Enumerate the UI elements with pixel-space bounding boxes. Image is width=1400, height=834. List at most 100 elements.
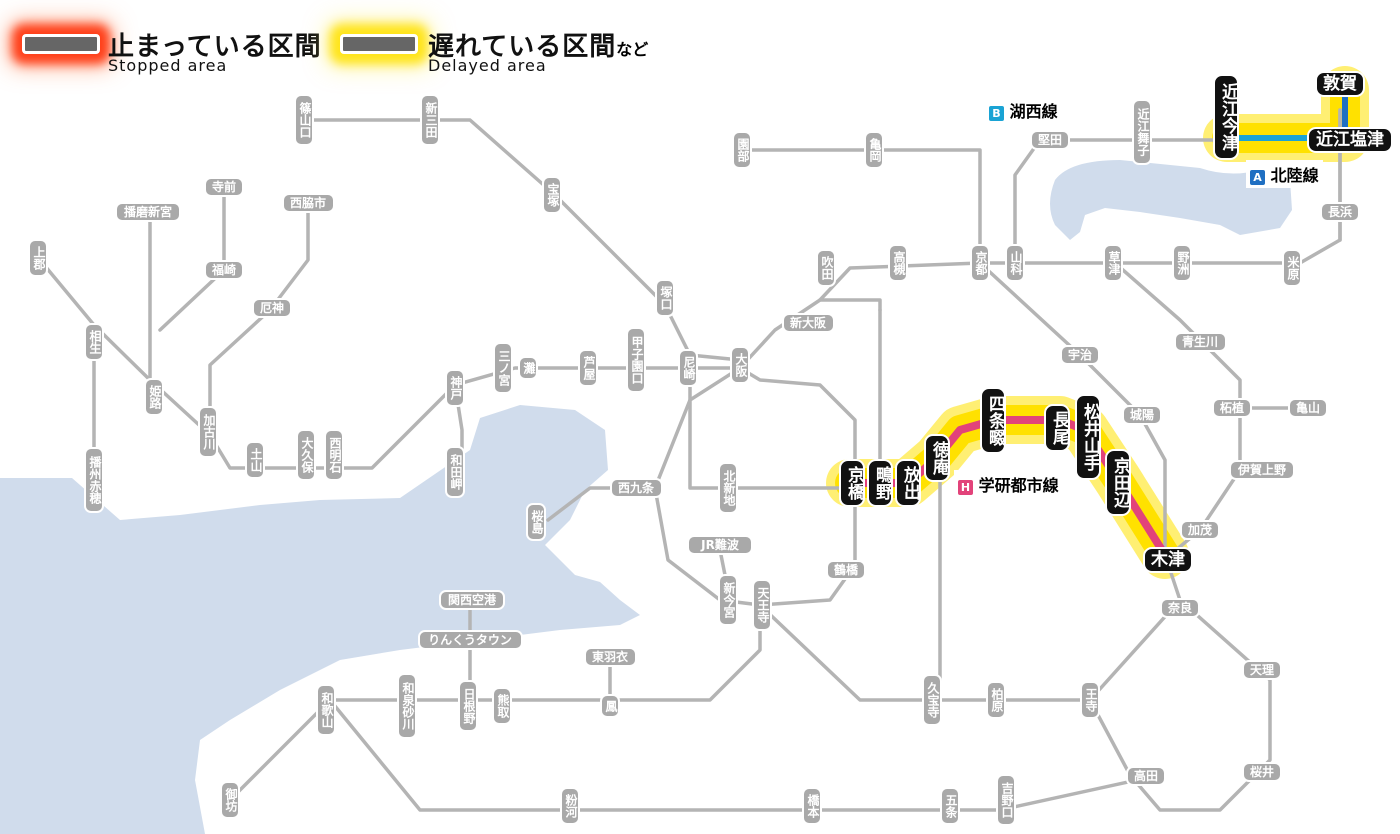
station-aofuto: 青生川 [1173,332,1227,352]
station-tennoji: 天王寺 [752,579,772,631]
hokuriku-line-label: A 北陸線 [1246,160,1323,188]
station-shinimamiya: 新今宮 [718,574,738,626]
station-omiimazu: 近江今津 [1213,74,1239,160]
station-tsuruga: 敦賀 [1315,71,1365,97]
station-tokuan: 徳庵 [924,434,950,482]
station-aioi: 相生 [84,323,104,361]
station-kokawa: 粉河 [560,787,580,825]
station-kumatori: 熊取 [492,687,512,725]
station-rinkutown: りんくうタウン [417,630,523,650]
kosei-name: 湖西線 [1009,102,1058,121]
station-osaka: 大阪 [730,346,750,384]
station-nada: 灘 [518,356,538,380]
station-nishiwakishi: 西脇市 [281,193,335,213]
station-jouyou: 城陽 [1122,405,1162,425]
station-kameyama: 亀山 [1288,398,1328,418]
kosei-line-label: B 湖西線 [985,96,1062,124]
station-maibara: 米原 [1282,249,1302,287]
station-kyobashi: 京橋 [839,459,865,507]
station-tsuchiyama: 土山 [245,441,265,479]
station-yasu: 野洲 [1172,244,1192,282]
hokuriku-badge: A [1250,170,1265,185]
stopped-swatch [22,34,100,54]
station-wakayama: 和歌山 [316,684,336,736]
station-takada: 高田 [1126,766,1166,786]
station-nagahama: 長浜 [1320,202,1360,222]
legend-delayed-subtitle: Delayed area [428,56,547,75]
kosei-badge: B [989,106,1004,121]
station-yamashina: 山科 [1005,244,1025,282]
station-kitashinchi: 北新地 [718,462,738,514]
station-tsuruhashi: 鶴橋 [826,560,866,580]
station-matsuiyamate: 松井山手 [1075,394,1101,480]
station-himeji: 姫路 [144,378,164,416]
station-higashihagoromo: 東羽衣 [583,647,637,667]
station-yakujin: 厄神 [252,298,292,318]
station-shinsanda: 新三田 [420,94,440,146]
station-sonobe: 園部 [732,131,752,169]
gakkentoshi-badge: H [958,480,973,495]
station-kamigori: 上郡 [28,239,48,277]
gakkentoshi-line-label: H 学研都市線 [954,470,1063,498]
legend-stopped-title: 止まっている区間 [108,32,322,62]
legend-delayed-suffix: など [616,40,649,59]
station-ashiya: 芦屋 [578,349,598,387]
station-banshuako: 播州赤穂 [84,447,104,513]
station-shigino: 鴫野 [867,459,893,507]
station-koshienguchi: 甲子園口 [626,327,646,393]
station-igaueno: 伊賀上野 [1229,460,1295,480]
legend-delayed-title: 遅れている区間 [428,32,617,62]
station-hashimoto: 橋本 [802,787,822,825]
station-kyoto: 京都 [970,244,990,282]
station-kansaiairport: 関西空港 [439,590,505,610]
station-nara: 奈良 [1160,598,1200,618]
station-nagao: 長尾 [1044,404,1070,452]
station-teramae: 寺前 [204,177,244,197]
lake-biwa [1050,160,1292,240]
station-kyotanabe: 京田辺 [1105,448,1131,516]
station-amagasaki: 尼崎 [678,349,698,387]
station-sakurajima: 桜島 [526,503,546,541]
station-yoshinoguchi: 吉野口 [996,774,1016,826]
station-shinosaka: 新大阪 [781,313,835,333]
gakkentoshi-line-colored [846,416,1169,559]
station-sasayamaguchi: 篠山口 [294,94,314,146]
station-kusatsu: 草津 [1103,244,1123,282]
station-kakogawa: 加古川 [198,406,218,458]
station-gobo: 御坊 [220,781,240,819]
station-uji: 宇治 [1060,345,1100,365]
station-tenri: 天理 [1242,660,1282,680]
station-gojo: 五条 [940,787,960,825]
station-oji: 王寺 [1080,681,1100,719]
station-okubo: 大久保 [296,429,316,481]
station-kameoka: 亀岡 [864,131,884,169]
station-kashiwara: 柏原 [986,681,1006,719]
station-nishiakashi: 西明石 [324,429,344,481]
station-omimaiko: 近江舞子 [1132,99,1152,165]
station-jrnamba: JR難波 [687,535,753,555]
station-kyuhoji: 久宝寺 [922,674,942,726]
station-takarazuka: 宝塚 [542,176,562,214]
hokuriku-name: 北陸線 [1270,166,1319,185]
station-tsukaguchi: 塚口 [655,279,675,317]
station-izumisunagawa: 和泉砂川 [397,673,417,739]
station-kobe: 神戸 [445,369,465,407]
station-suita: 吹田 [816,249,836,287]
station-hineno: 日根野 [458,680,478,732]
station-otori: 鳳 [600,694,620,718]
station-hanaten: 放出 [895,459,921,507]
station-fukusaki: 福崎 [204,260,244,280]
station-wadamisaki: 和田岬 [445,446,465,498]
station-sannomiya: 三ノ宮 [493,342,513,394]
station-kamo: 加茂 [1180,520,1220,540]
gakkentoshi-name: 学研都市線 [978,476,1059,495]
station-sakurai: 桜井 [1242,762,1282,782]
station-shijonawate: 四条畷 [980,386,1006,454]
station-kizu: 木津 [1143,547,1193,573]
station-takatsuki: 高槻 [888,244,908,282]
legend-stopped-subtitle: Stopped area [108,56,228,75]
station-harimashingu: 播磨新宮 [115,202,181,222]
station-tsuge: 柘植 [1212,398,1252,418]
station-katata: 堅田 [1030,130,1070,150]
station-nishikujo: 西九条 [609,478,663,498]
